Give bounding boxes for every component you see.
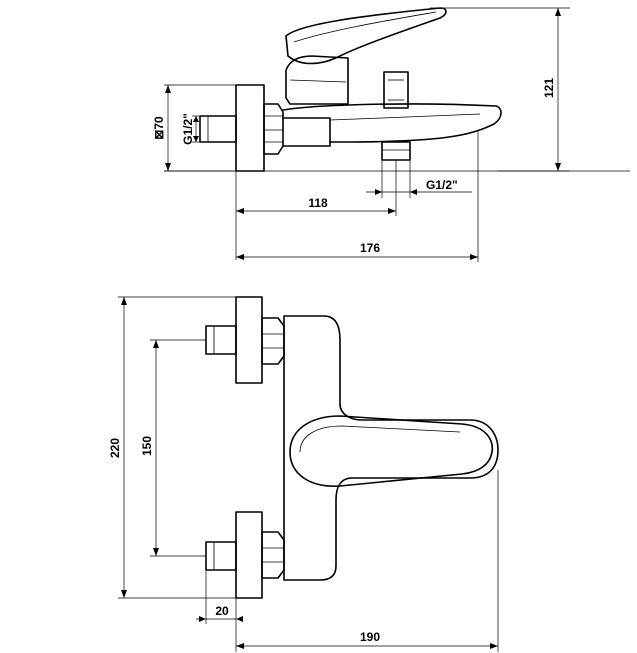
diverter-knob [383,71,409,109]
dim-inlet-thread-label: G1/2" [181,113,195,145]
front-view: 220 150 20 190 [108,296,499,652]
lever-base [285,55,349,105]
mixer-body [283,315,499,581]
lower-nut [261,531,285,579]
dim-121-label: 121 [542,78,556,98]
side-view: 121 ⊠70 G1/2" G1/2" 118 [152,7,630,262]
dim-176-label: 176 [360,241,380,255]
lower-flange [235,511,263,599]
upper-inlet [205,325,237,355]
wall-flange [235,84,265,172]
lever-handle [285,7,447,65]
dim-70-label: ⊠70 [152,116,166,140]
dim-outlet-thread-label: G1/2" [426,178,458,192]
dim-20-label: 20 [215,604,229,618]
upper-nut [261,317,285,365]
dim-118-label: 118 [308,196,328,210]
shower-outlet [381,141,411,161]
spout [282,103,502,143]
body-connector [282,117,331,147]
dim-220-label: 220 [108,438,122,458]
lower-inlet [205,541,237,571]
dim-150-label: 150 [140,436,154,456]
lever-face [289,415,494,487]
dim-190-label: 190 [360,630,380,644]
inlet-fitting [199,115,237,143]
upper-flange [235,296,263,384]
hex-nut [263,103,284,155]
